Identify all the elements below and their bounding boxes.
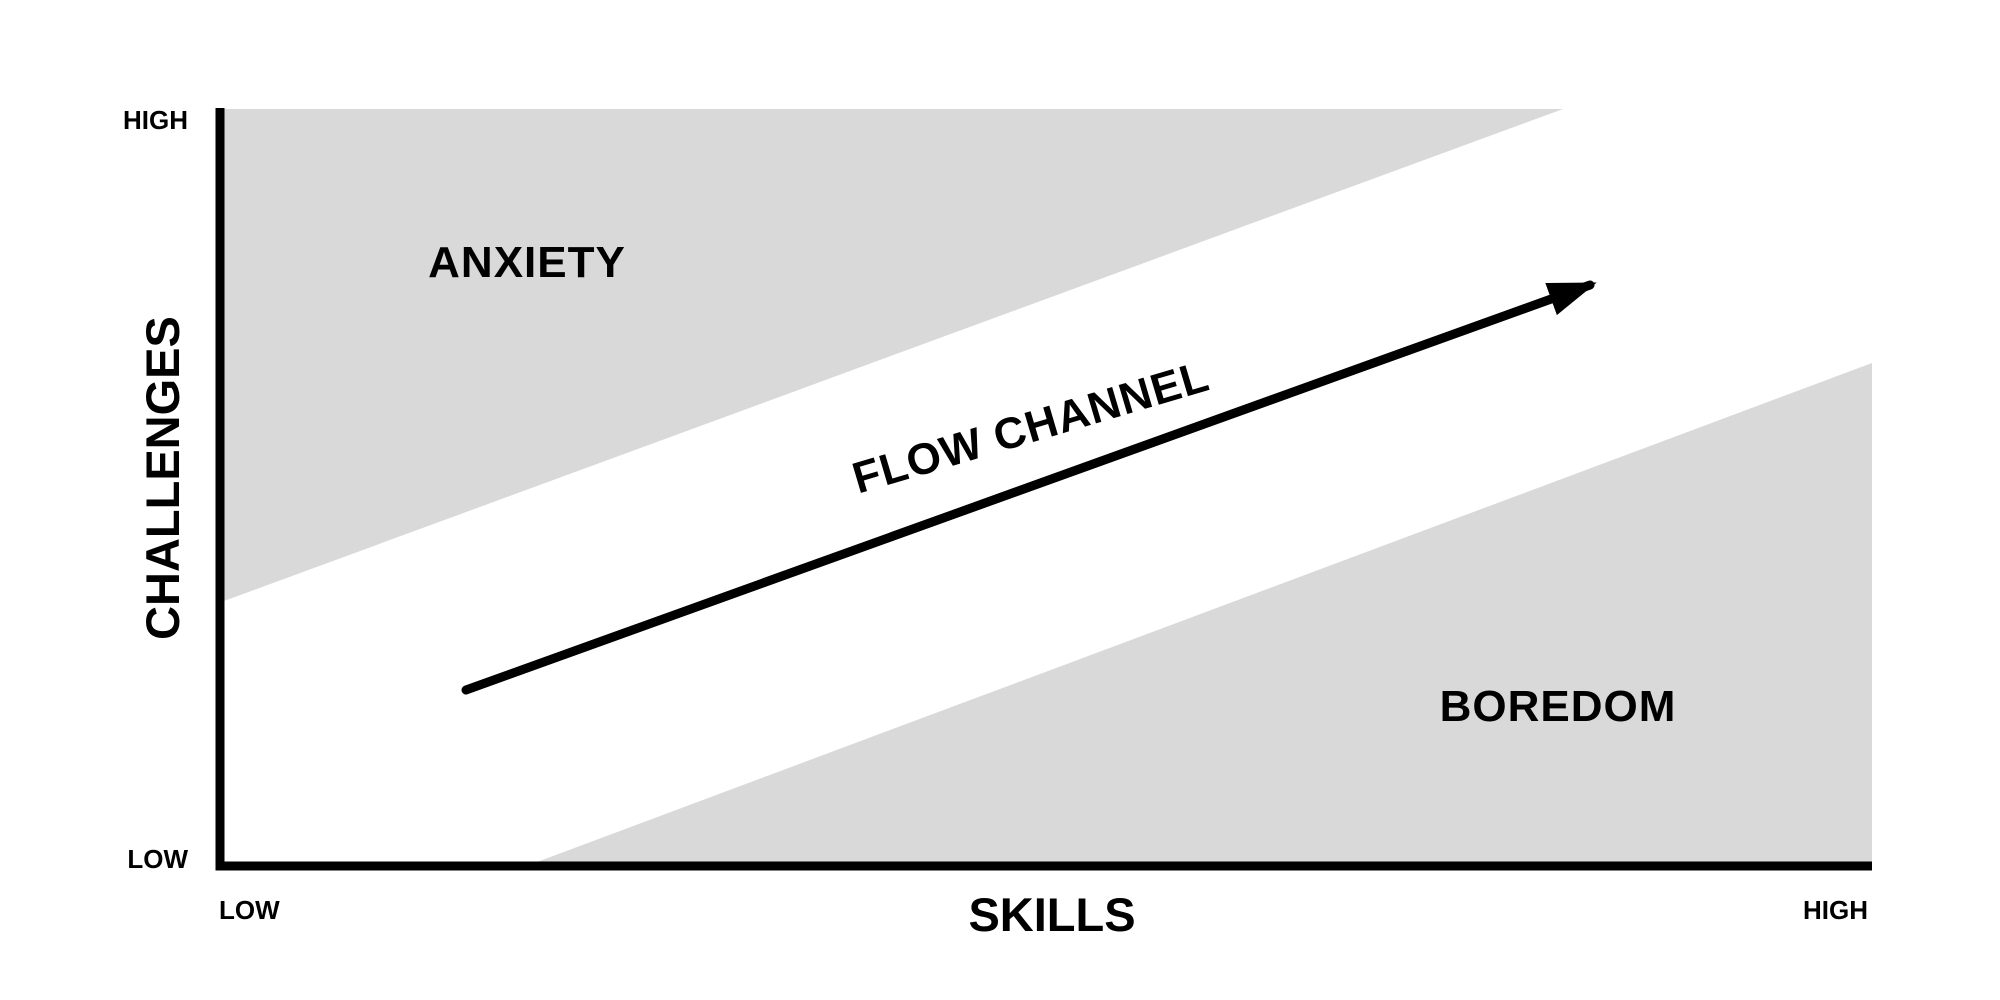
- x-axis-low-tick: LOW: [219, 895, 280, 925]
- boredom-region-label: BOREDOM: [1439, 682, 1677, 731]
- x-axis-high-tick: HIGH: [1803, 895, 1868, 925]
- y-axis-low-tick: LOW: [127, 844, 188, 874]
- anxiety-region-label: ANXIETY: [428, 238, 626, 287]
- boredom-region: [529, 363, 1872, 865]
- anxiety-region: [224, 109, 1563, 601]
- x-axis-title: SKILLS: [968, 888, 1136, 941]
- y-axis-title: CHALLENGES: [136, 316, 189, 640]
- axes-line: [215, 108, 1872, 871]
- flow-arrow: [461, 280, 1597, 695]
- y-axis-high-tick: HIGH: [123, 105, 188, 135]
